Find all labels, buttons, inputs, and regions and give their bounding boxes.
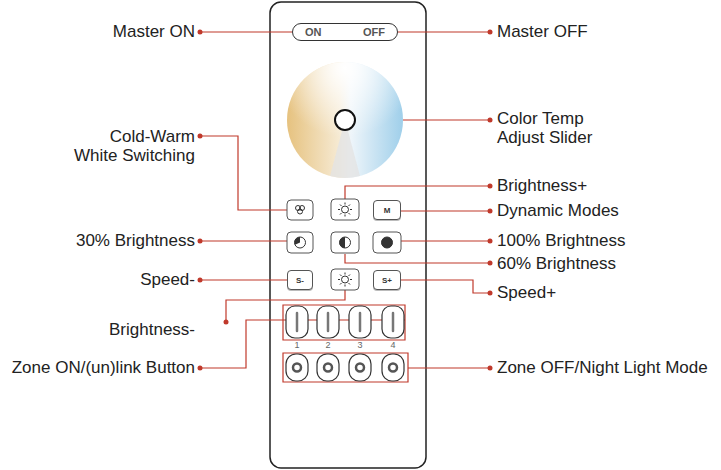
mode-button: M — [373, 200, 401, 220]
on-off-switch: ON OFF — [292, 23, 398, 41]
callout-label: Brightness+ — [497, 176, 587, 196]
callout-label: Speed- — [140, 270, 195, 290]
leader-lines — [200, 32, 490, 382]
callout-label: Brightness- — [109, 320, 195, 340]
speed-button: S- — [287, 270, 313, 290]
zone-buttons — [286, 306, 404, 381]
leader-dots — [198, 30, 493, 371]
callout-label: Color Temp Adjust Slider — [497, 109, 617, 147]
button-text: OFF — [363, 26, 385, 38]
button-text: ON — [305, 26, 322, 38]
button-text: M — [384, 206, 391, 215]
callout-label: Speed+ — [497, 283, 556, 303]
callout-label: Dynamic Modes — [497, 201, 619, 221]
zone-number: 2 — [322, 340, 334, 350]
color-wheel — [287, 62, 403, 178]
callout-label: Master ON — [113, 22, 195, 42]
button-text: S- — [296, 276, 304, 285]
speed-button: S+ — [373, 270, 401, 290]
icon-buttons — [287, 199, 401, 290]
callout-label: 60% Brightness — [497, 254, 616, 274]
zone-number: 1 — [291, 340, 303, 350]
callout-label: 30% Brightness — [76, 231, 195, 251]
zone-number: 3 — [354, 340, 366, 350]
remote-body — [270, 2, 426, 468]
callout-label: Zone OFF/Night Light Mode — [497, 358, 708, 378]
button-text: S+ — [382, 276, 392, 285]
callout-label: 100% Brightness — [497, 231, 626, 251]
callout-label: Cold-Warm White Switching — [69, 127, 195, 165]
callout-label: Zone ON/(un)link Button — [12, 358, 195, 378]
zone-number: 4 — [387, 340, 399, 350]
callout-label: Master OFF — [497, 22, 588, 42]
